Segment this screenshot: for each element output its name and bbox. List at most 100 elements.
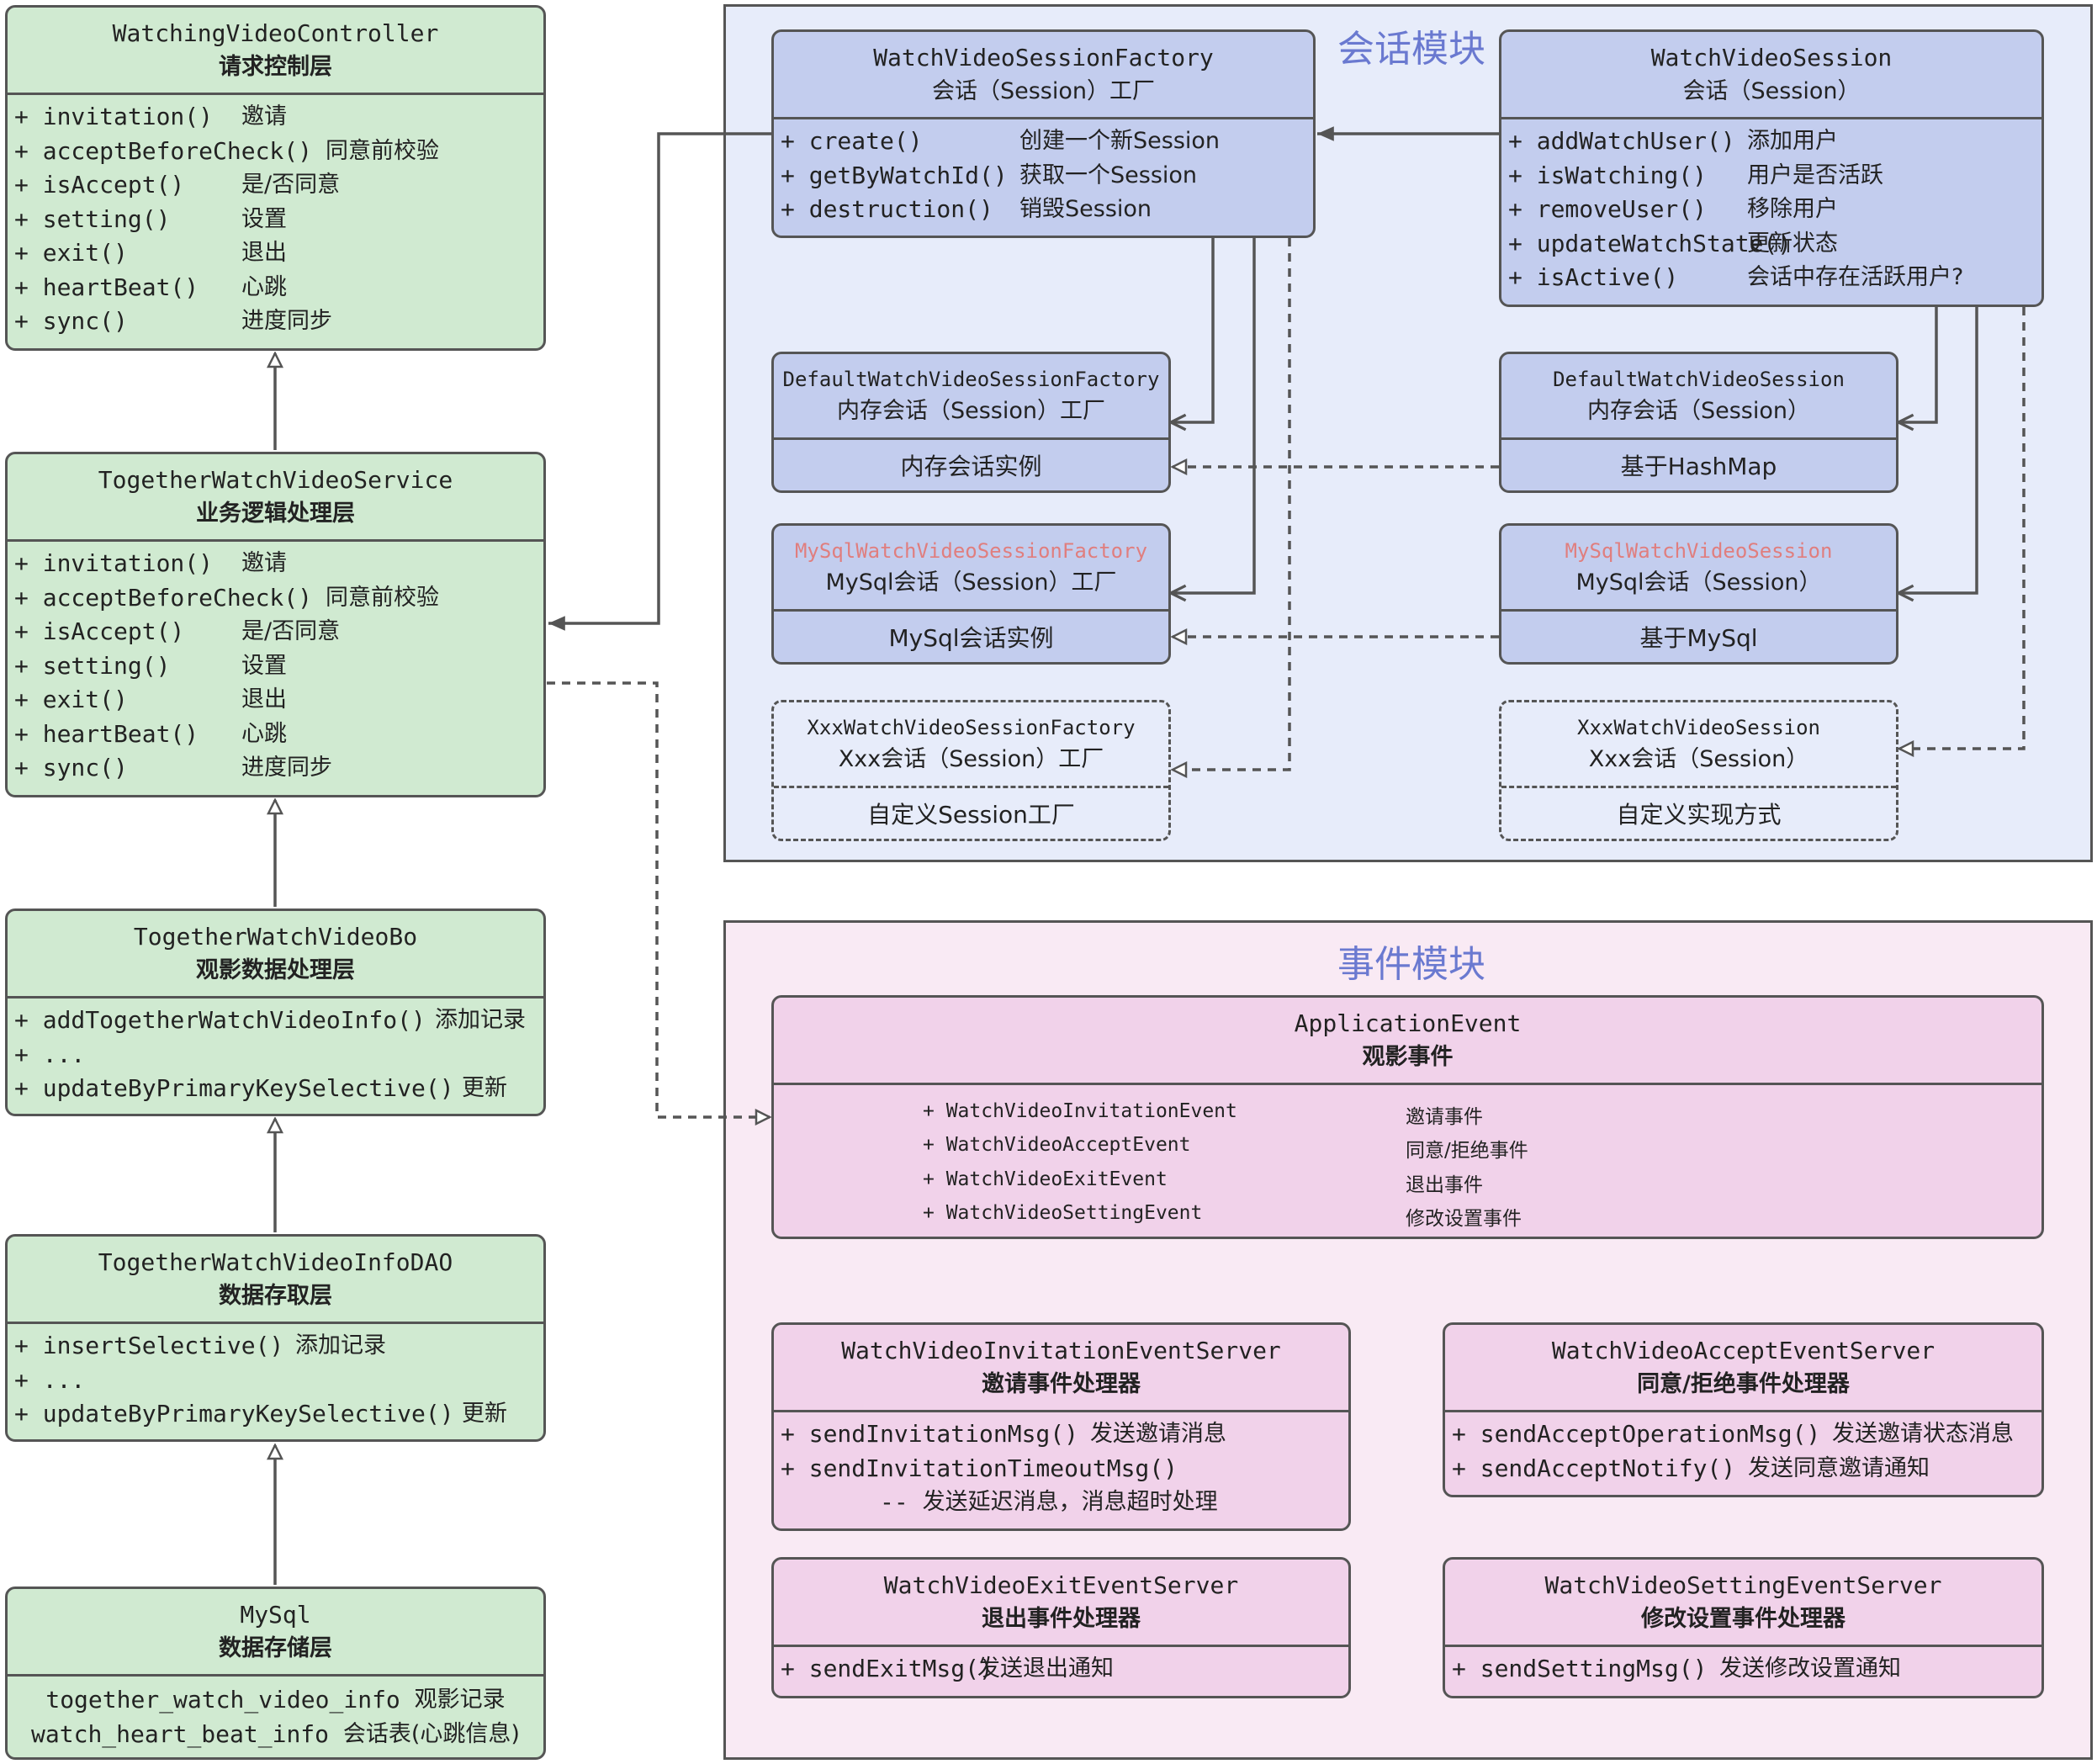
method: + removeUser() (1508, 195, 1708, 223)
class-name: XxxWatchVideoSession (1577, 715, 1820, 739)
class-name: DefaultWatchVideoSession (1553, 367, 1845, 391)
session-factory-class: WatchVideoSessionFactory 会话（Session）工厂 +… (771, 29, 1316, 238)
method: + sendExitMsg() (781, 1655, 993, 1682)
session-module-title: 会话模块 (1337, 28, 1485, 71)
class-name: WatchVideoSession (1650, 43, 1893, 72)
method-desc: 移除用户 (1747, 196, 1838, 222)
link-session-to-xxx-session (1899, 307, 2026, 749)
class-name: XxxWatchVideoSessionFactory (807, 715, 1136, 739)
link-factory-to-service (548, 132, 771, 631)
class-body: 内存会话实例 (900, 453, 1042, 480)
method-desc: 获取一个Session (1019, 162, 1198, 188)
invitation-event-server-class: WatchVideoInvitationEventServer 邀请事件处理器 … (771, 1322, 1351, 1531)
method: + heartBeat() (14, 719, 199, 748)
link-service-to-app-event (547, 681, 770, 1117)
method-desc: 会话中存在活跃用户? (1747, 264, 1964, 290)
xxx-factory-class: XxxWatchVideoSessionFactory Xxx会话（Sessio… (771, 700, 1171, 841)
application-event-class: ApplicationEvent 观影事件 + WatchVideoInvita… (771, 995, 2044, 1239)
method-desc: 是/否同意 (241, 172, 341, 198)
method-desc: 退出 (241, 686, 287, 712)
method-desc: 发送邀请状态消息 (1832, 1421, 2014, 1447)
mysql-desc: 数据存储层 (219, 1634, 332, 1661)
method: + invitation() (14, 549, 214, 577)
method-desc: 销毁Session (1019, 196, 1152, 222)
class-desc: 同意/拒绝事件处理器 (1637, 1370, 1850, 1397)
method: + destruction() (781, 195, 993, 223)
class-name: ApplicationEvent (1294, 1009, 1522, 1037)
method-desc: 邀请 (241, 103, 287, 130)
method-desc: 发送修改设置通知 (1719, 1655, 1901, 1682)
default-factory-class: DefaultWatchVideoSessionFactory 内存会话（Ses… (771, 352, 1171, 493)
mysql-name: MySql (240, 1600, 311, 1629)
bo-name: TogetherWatchVideoBo (133, 922, 418, 951)
class-desc: 修改设置事件处理器 (1641, 1605, 1845, 1632)
controller-layer: WatchingVideoController 请求控制层 + invitati… (5, 5, 546, 351)
method: + insertSelective() (14, 1332, 284, 1359)
class-desc: 会话（Session） (1682, 77, 1861, 104)
default-session-class: DefaultWatchVideoSession 内存会话（Session） 基… (1499, 352, 1898, 493)
method-desc: 是/否同意 (241, 618, 341, 644)
table-name: watch_heart_beat_info (31, 1719, 330, 1748)
method: + addTogetherWatchVideoInfo() (14, 1006, 426, 1034)
method: + ... (14, 1365, 86, 1394)
class-name: MySqlWatchVideoSession (1565, 538, 1833, 563)
session-class: WatchVideoSession 会话（Session） + addWatch… (1499, 29, 2044, 307)
method: + sendAcceptOperationMsg() (1452, 1420, 1821, 1448)
link-session-to-mysql-session (1898, 307, 1978, 593)
service-layer: TogetherWatchVideoService 业务逻辑处理层 + invi… (5, 452, 546, 797)
class-desc: 观影事件 (1362, 1043, 1454, 1070)
method-desc: 发送同意邀请通知 (1748, 1454, 1930, 1481)
link-factory-to-mysql-factory (1171, 238, 1256, 593)
method: + sendInvitationMsg() (781, 1420, 1079, 1448)
class-body: 基于HashMap (1620, 453, 1777, 480)
class-desc: 内存会话（Session）工厂 (836, 397, 1106, 424)
class-desc: Xxx会话（Session）工厂 (838, 745, 1104, 772)
method: + sendAcceptNotify() (1452, 1454, 1736, 1482)
class-desc: 会话（Session）工厂 (931, 77, 1156, 104)
method-desc: 更新状态 (1747, 230, 1838, 257)
class-name: WatchVideoSessionFactory (873, 43, 1214, 72)
method-desc: 创建一个新Session (1019, 128, 1221, 154)
method: -- (781, 1488, 923, 1516)
dao-layer: TogetherWatchVideoInfoDAO 数据存取层 + insert… (5, 1234, 546, 1442)
class-name: WatchVideoSettingEventServer (1544, 1571, 1942, 1599)
setting-event-server-class: WatchVideoSettingEventServer 修改设置事件处理器 +… (1443, 1557, 2044, 1698)
method: + sync() (14, 754, 128, 781)
class-name: DefaultWatchVideoSessionFactory (782, 367, 1160, 391)
method-desc: 设置 (241, 205, 287, 232)
method-desc: 发送邀请消息 (1090, 1421, 1226, 1447)
controller-name: WatchingVideoController (112, 19, 439, 47)
method-desc: 添加用户 (1747, 128, 1838, 154)
link-factory-to-xxx-factory (1173, 238, 1291, 770)
class-body: 自定义实现方式 (1616, 801, 1782, 829)
method: + heartBeat() (14, 273, 199, 301)
method: + setting() (14, 651, 171, 680)
method-desc: 发送退出通知 (977, 1655, 1114, 1682)
bo-layer: TogetherWatchVideoBo 观影数据处理层 + addTogeth… (5, 908, 546, 1116)
class-desc: 退出事件处理器 (982, 1605, 1141, 1632)
table-desc: 会话表(心跳信息) (342, 1720, 520, 1747)
method-desc: 进度同步 (241, 308, 332, 334)
method: + acceptBeforeCheck() (14, 136, 313, 165)
method: + isAccept() (14, 617, 185, 645)
method: + getByWatchId() (781, 161, 1008, 189)
dao-desc: 数据存取层 (219, 1282, 332, 1309)
method-desc: 用户是否活跃 (1747, 162, 1883, 188)
xxx-session-class: XxxWatchVideoSession Xxx会话（Session） 自定义实… (1499, 700, 1898, 841)
table-desc: 观影记录 (414, 1687, 506, 1713)
class-desc: 邀请事件处理器 (982, 1370, 1141, 1397)
class-body: 基于MySql (1639, 624, 1758, 652)
method: + isWatching() (1508, 161, 1708, 189)
method-desc: 添加记录 (435, 1007, 526, 1033)
class-name: WatchVideoInvitationEventServer (841, 1336, 1281, 1364)
class-name: MySqlWatchVideoSessionFactory (794, 538, 1148, 563)
method-desc: 进度同步 (241, 755, 332, 781)
method-desc: 退出 (241, 240, 287, 266)
method-desc: 同意前校验 (326, 137, 439, 164)
link-factory-to-default-factory (1171, 238, 1215, 422)
accept-event-server-class: WatchVideoAcceptEventServer 同意/拒绝事件处理器 +… (1443, 1322, 2044, 1497)
